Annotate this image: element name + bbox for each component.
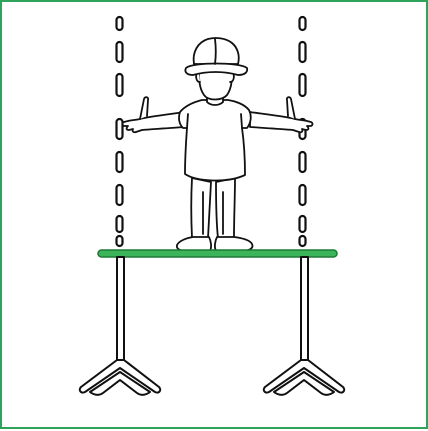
chain-link-icon [117,42,123,62]
left-post [117,257,124,362]
shirt [179,100,251,181]
right-tripod-feet [264,360,344,393]
right-arm [250,112,313,132]
left-support [80,257,160,395]
left-arm [123,112,186,132]
chain-link-icon [117,216,123,232]
right-thumb [287,97,295,119]
left-thumb [140,97,148,119]
chain-link-icon [300,236,306,246]
chain-link-icon [300,152,306,172]
person-icon [123,38,313,251]
chain-link-icon [117,119,123,139]
chain-link-icon [117,17,123,30]
right-support [264,257,344,395]
left-leg [191,178,211,238]
chain-link-icon [300,216,306,232]
right-sleeve-seam [241,114,242,128]
left-tripod-feet [80,360,160,393]
chain-link-icon [300,74,306,96]
chain-link-icon [300,17,306,30]
chain-link-icon [117,236,123,246]
left-sleeve-seam [187,114,188,128]
left-chain [117,17,123,246]
right-leg [216,178,235,238]
chain-link-icon [300,185,306,205]
scaffold-platform-icon [98,250,337,257]
chain-link-icon [117,74,123,96]
chain-link-icon [300,42,306,62]
chain-link-icon [117,185,123,205]
right-post [301,257,308,362]
chain-link-icon [117,152,123,172]
right-shoe [215,237,253,251]
left-shoe [177,237,211,251]
hard-hat-ridge [215,39,216,64]
